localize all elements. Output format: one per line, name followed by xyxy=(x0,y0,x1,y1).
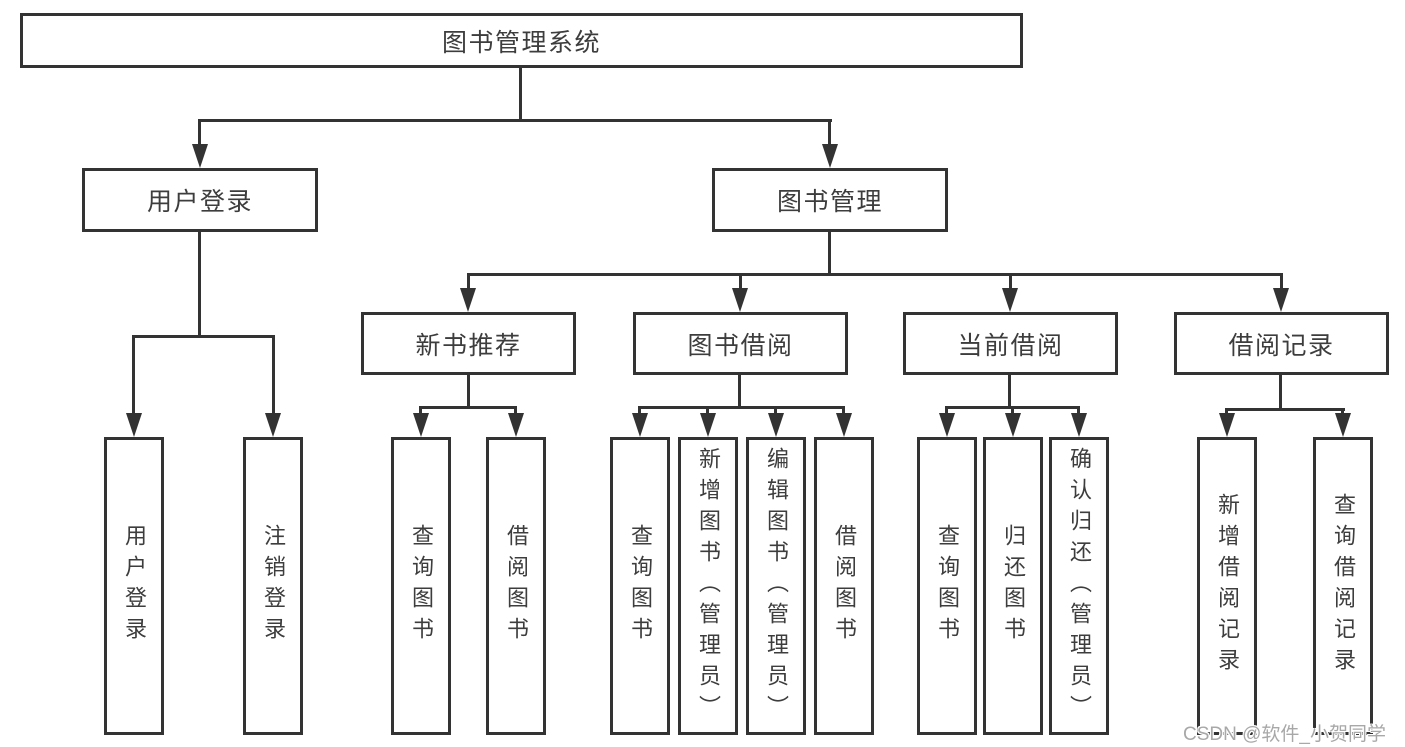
connector-line xyxy=(198,119,201,149)
connector-line xyxy=(132,335,275,338)
connector-line xyxy=(1011,406,1014,418)
node-query-books: 查询图书 xyxy=(391,437,451,735)
connector-line xyxy=(638,406,845,409)
node-label: 新增借阅记录 xyxy=(1215,493,1240,679)
connector-line xyxy=(706,406,709,418)
node-return-books: 归还图书 xyxy=(983,437,1043,735)
node-current-borrow: 当前借阅 xyxy=(903,312,1118,375)
node-label: 确认归还（管理员） xyxy=(1067,446,1092,726)
node-label: 借阅图书 xyxy=(504,524,529,648)
arrow-down-icon xyxy=(460,288,476,312)
arrow-down-icon xyxy=(732,288,748,312)
node-label: 查询借阅记录 xyxy=(1331,493,1356,679)
node-label: 借阅记录 xyxy=(1228,331,1335,360)
connector-line xyxy=(1279,375,1282,408)
node-label: 图书借阅 xyxy=(687,331,794,360)
node-label: 用户登录 xyxy=(122,524,147,648)
connector-line xyxy=(945,406,948,418)
node-book-borrow: 图书借阅 xyxy=(633,312,848,375)
connector-line xyxy=(467,375,470,406)
connector-line xyxy=(514,406,517,418)
connector-line xyxy=(467,273,470,291)
node-label: 查询图书 xyxy=(935,524,960,648)
connector-line xyxy=(842,406,845,418)
arrow-down-icon xyxy=(632,413,648,437)
node-book-management: 图书管理 xyxy=(712,168,948,232)
node-label: 当前借阅 xyxy=(957,331,1064,360)
connector-line xyxy=(1009,273,1012,291)
node-add-borrow-record: 新增借阅记录 xyxy=(1197,437,1257,735)
connector-line xyxy=(198,232,201,335)
node-label: 用户登录 xyxy=(146,188,253,216)
connector-line xyxy=(738,375,741,406)
node-label: 编辑图书（管理员） xyxy=(764,446,789,726)
csdn-watermark: CSDN @软件_小贺同学 xyxy=(1183,724,1386,745)
node-logout: 注销登录 xyxy=(243,437,303,735)
arrow-down-icon xyxy=(413,413,429,437)
node-label: 图书管理 xyxy=(776,188,883,216)
node-borrow-records: 借阅记录 xyxy=(1174,312,1389,375)
arrow-down-icon xyxy=(508,413,524,437)
connector-line xyxy=(828,119,831,149)
node-borrow-books: 借阅图书 xyxy=(814,437,874,735)
arrow-down-icon xyxy=(768,413,784,437)
node-user-login-action: 用户登录 xyxy=(104,437,164,735)
arrow-down-icon xyxy=(1273,288,1289,312)
node-label: 查询图书 xyxy=(409,524,434,648)
arrow-down-icon xyxy=(1335,413,1351,437)
node-add-books-admin: 新增图书（管理员） xyxy=(678,437,738,735)
arrow-down-icon xyxy=(1071,413,1087,437)
connector-line xyxy=(1280,273,1283,291)
connector-line xyxy=(272,335,275,417)
node-user-login: 用户登录 xyxy=(82,168,318,232)
node-query-books: 查询图书 xyxy=(610,437,670,735)
node-edit-books-admin: 编辑图书（管理员） xyxy=(746,437,806,735)
arrow-down-icon xyxy=(1002,288,1018,312)
node-label: 查询图书 xyxy=(628,524,653,648)
node-label: 注销登录 xyxy=(261,524,286,648)
connector-line xyxy=(1225,408,1345,411)
connector-line xyxy=(467,273,1283,276)
connector-line xyxy=(1008,375,1011,406)
node-library-system: 图书管理系统 xyxy=(20,13,1023,68)
node-label: 图书管理系统 xyxy=(441,28,601,57)
connector-line xyxy=(638,406,641,418)
arrow-down-icon xyxy=(126,413,142,437)
node-confirm-return-admin: 确认归还（管理员） xyxy=(1049,437,1109,735)
node-label: 新书推荐 xyxy=(415,331,522,360)
arrow-down-icon xyxy=(265,413,281,437)
node-label: 借阅图书 xyxy=(832,524,857,648)
node-borrow-books: 借阅图书 xyxy=(486,437,546,735)
connector-line xyxy=(519,68,522,119)
arrow-down-icon xyxy=(700,413,716,437)
connector-line xyxy=(198,119,832,122)
connector-line xyxy=(419,406,422,418)
node-new-book-recommend: 新书推荐 xyxy=(361,312,576,375)
arrow-down-icon xyxy=(822,144,838,168)
node-query-books: 查询图书 xyxy=(917,437,977,735)
arrow-down-icon xyxy=(192,144,208,168)
arrow-down-icon xyxy=(836,413,852,437)
connector-line xyxy=(739,273,742,291)
node-label: 新增图书（管理员） xyxy=(696,446,721,726)
node-label: 归还图书 xyxy=(1001,524,1026,648)
connector-line xyxy=(774,406,777,418)
node-query-borrow-record: 查询借阅记录 xyxy=(1313,437,1373,735)
connector-line xyxy=(828,232,831,273)
arrow-down-icon xyxy=(1005,413,1021,437)
connector-line xyxy=(1077,406,1080,418)
connector-line xyxy=(132,335,135,417)
arrow-down-icon xyxy=(939,413,955,437)
connector-line xyxy=(419,406,517,409)
arrow-down-icon xyxy=(1219,413,1235,437)
